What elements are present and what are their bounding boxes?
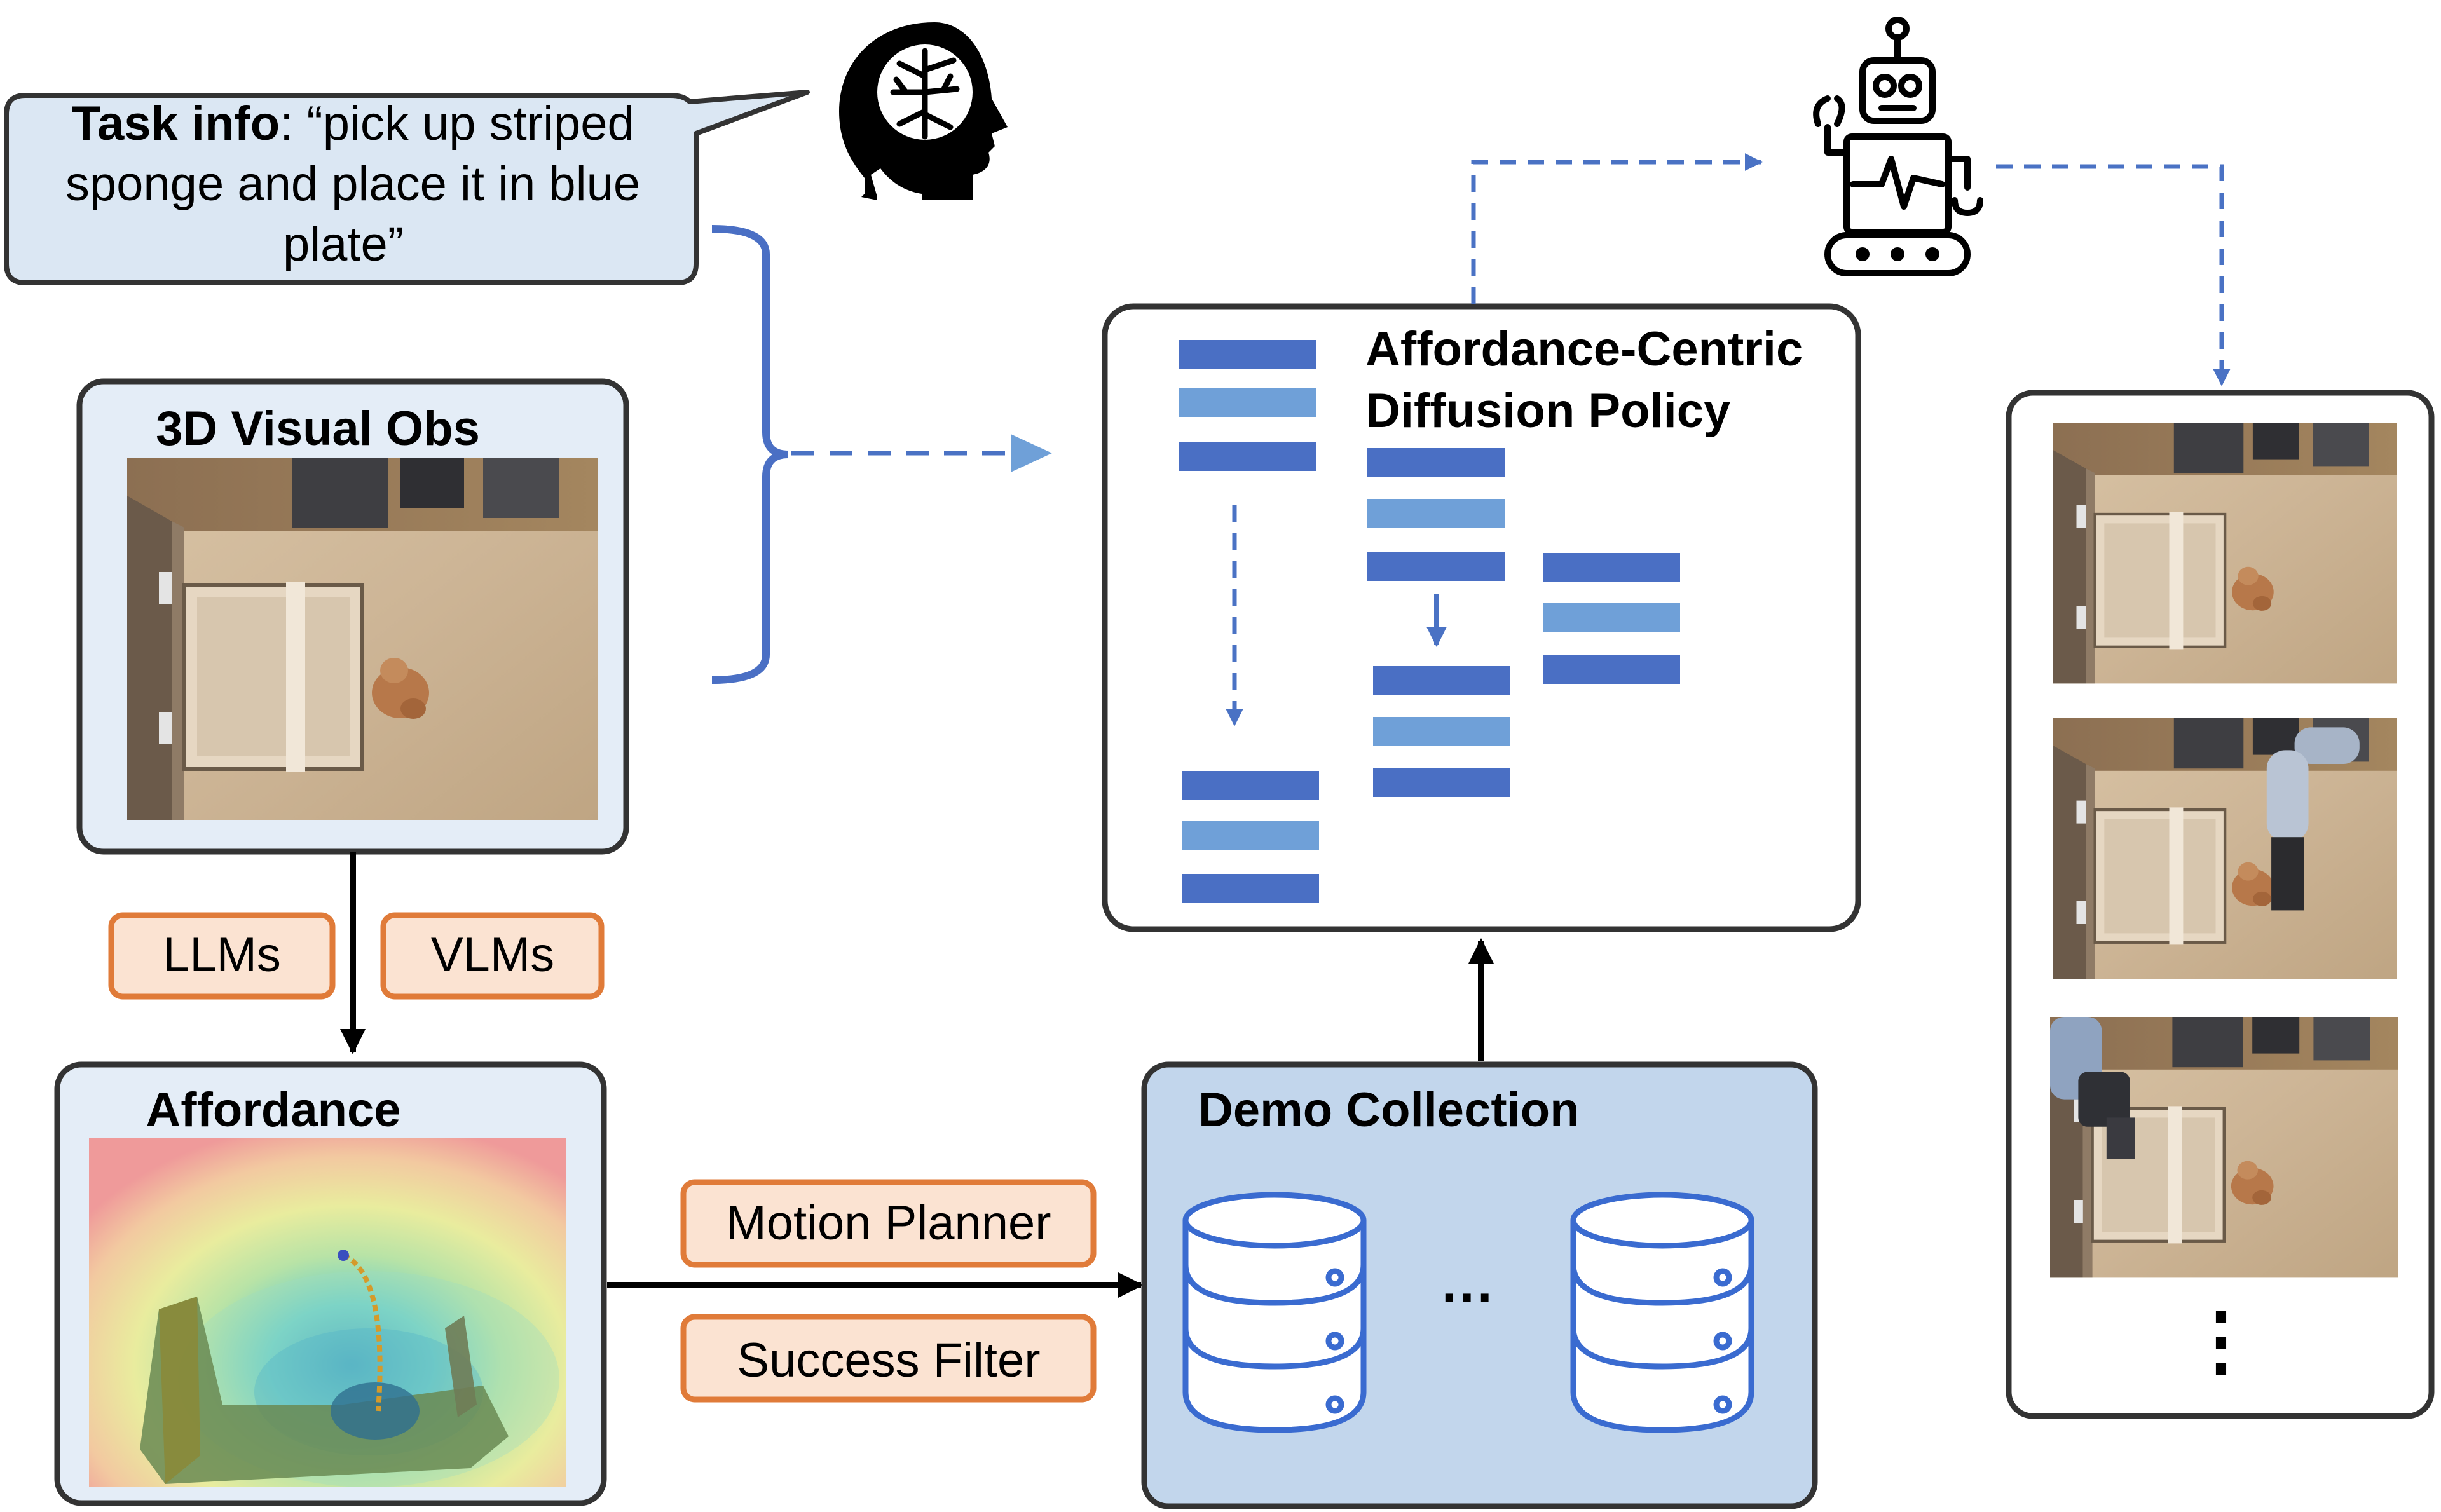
affordance-heatmap: [89, 1138, 566, 1487]
policy-to-robot-arrow: [1471, 153, 1763, 304]
feature-stack-4: [1373, 666, 1510, 797]
feature-stack-3: [1367, 448, 1505, 581]
motion-planner-tag: [680, 1179, 1097, 1268]
task-info-text-line3: plate”: [283, 217, 404, 271]
rollout-ellipsis: ⋮: [2183, 1298, 2259, 1383]
feature-stack-2: [1182, 771, 1319, 903]
combine-brace: [711, 225, 789, 684]
task-info-text-line1: : “pick up striped: [280, 97, 634, 151]
vlms-label: VLMs: [431, 928, 554, 982]
success-filter-tag: [680, 1314, 1097, 1403]
policy-title-line1: Affordance-Centric: [1365, 322, 1803, 376]
robot-to-rollout-arrow: [1996, 164, 2231, 386]
rollout-frame-1: [2053, 423, 2397, 683]
motion-planner-label: Motion Planner: [726, 1196, 1051, 1250]
rollout-frame-3: [2050, 1017, 2398, 1277]
brain-head-icon: [839, 22, 1008, 200]
llms-tag: [108, 912, 336, 1000]
vlms-tag: [380, 912, 605, 1000]
task-info-label: Task info: [71, 97, 280, 151]
brace-to-policy-arrowhead: [1011, 434, 1052, 472]
demo-ellipsis: ···: [1442, 1267, 1495, 1327]
database-icon: [1570, 1192, 1754, 1433]
feature-stack-5: [1543, 553, 1680, 684]
rollout-frame-2: [2053, 718, 2397, 979]
visual-obs-title: 3D Visual Obs: [156, 402, 480, 456]
success-filter-label: Success Filter: [737, 1333, 1040, 1387]
task-info-text-line2: sponge and place it in blue: [65, 157, 640, 211]
robot-icon: [1813, 17, 1983, 276]
task-info-bubble: [4, 90, 810, 285]
database-icon: [1182, 1192, 1367, 1433]
task-info-line1: Task info: “pick up striped: [71, 97, 634, 151]
policy-title-line2: Diffusion Policy: [1365, 384, 1730, 438]
llms-label: LLMs: [163, 928, 281, 982]
affordance-title: Affordance: [146, 1083, 400, 1137]
feature-stack-1: [1179, 340, 1316, 471]
demo-collection-title: Demo Collection: [1198, 1083, 1580, 1137]
visual-obs-photo: [127, 458, 598, 820]
